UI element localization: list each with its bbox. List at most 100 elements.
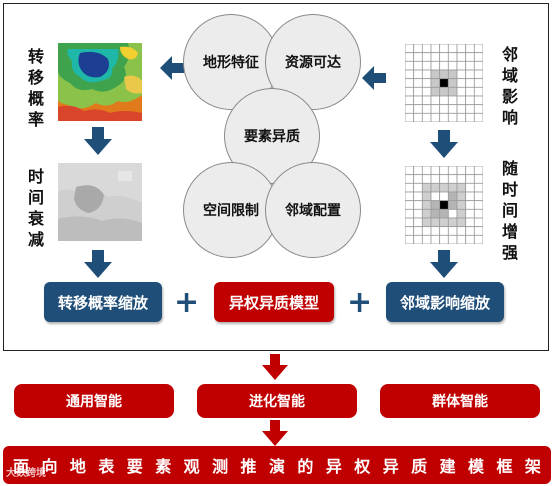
grid-cell xyxy=(413,217,423,228)
grid-cell xyxy=(456,226,467,236)
grid-cell xyxy=(456,166,467,176)
grid-cell xyxy=(465,52,475,62)
grid-cell xyxy=(405,60,415,71)
neighborhood-influence-scaling-button: 邻域影响缩放 xyxy=(386,282,504,322)
grid-cell xyxy=(421,95,432,106)
grid-cell xyxy=(405,104,415,114)
grid-cell xyxy=(473,78,483,88)
grid-cell xyxy=(405,95,415,106)
grid-cell xyxy=(439,52,449,62)
grid-cell xyxy=(473,69,483,80)
grid-cell xyxy=(439,69,449,80)
arrow-left-icon xyxy=(362,66,386,90)
grid-cell xyxy=(456,234,467,244)
grid-cell xyxy=(413,60,423,71)
grid-cell xyxy=(430,226,441,236)
grid-cell xyxy=(413,104,423,114)
grid-cell xyxy=(456,191,467,202)
grid-cell xyxy=(405,191,415,202)
grid-cell xyxy=(465,174,475,184)
grid-cell xyxy=(439,86,449,97)
arrow-left-icon xyxy=(160,56,184,80)
grid-cell xyxy=(430,52,441,62)
heterogeneous-weight-model-button: 异权异质模型 xyxy=(214,282,334,322)
grid-cell xyxy=(447,52,458,62)
grid-cell xyxy=(439,166,449,176)
general-intelligence-capsule: 通用智能 xyxy=(14,384,174,418)
transition-probability-label: 转移概率 xyxy=(27,47,44,129)
grid-cell xyxy=(405,112,415,122)
grid-cell xyxy=(430,166,441,176)
grid-cell xyxy=(430,86,441,97)
grid-cell xyxy=(473,112,483,122)
plus-icon: + xyxy=(347,285,373,320)
grid-cell xyxy=(447,60,458,71)
grid-cell xyxy=(473,44,483,54)
arrow-down-icon xyxy=(430,250,458,278)
grid-cell xyxy=(413,69,423,80)
grid-cell xyxy=(473,60,483,71)
grid-cell xyxy=(405,226,415,236)
swarm-intelligence-capsule: 群体智能 xyxy=(380,384,540,418)
grid-cell xyxy=(465,104,475,114)
grid-cell xyxy=(456,112,467,122)
grid-cell xyxy=(456,78,467,88)
grid-cell xyxy=(430,44,441,54)
grid-cell xyxy=(439,78,449,88)
grid-cell xyxy=(421,200,432,210)
neighborhood-influence-grid xyxy=(405,44,483,122)
grid-cell xyxy=(439,112,449,122)
grid-cell xyxy=(447,86,458,97)
resource-accessibility-circle: 资源可达 xyxy=(265,14,361,110)
grid-cell xyxy=(473,166,483,176)
grid-cell xyxy=(456,217,467,228)
grid-cell xyxy=(447,44,458,54)
grid-cell xyxy=(430,234,441,244)
grid-cell xyxy=(456,208,467,219)
grid-cell xyxy=(439,208,449,219)
grid-cell xyxy=(456,52,467,62)
grid-cell xyxy=(456,44,467,54)
grid-cell xyxy=(413,95,423,106)
grid-cell xyxy=(405,217,415,228)
grid-cell xyxy=(439,200,449,210)
grid-cell xyxy=(421,78,432,88)
grid-cell xyxy=(405,44,415,54)
grid-cell xyxy=(473,182,483,193)
time-decay-map xyxy=(58,163,142,241)
grid-cell xyxy=(447,191,458,202)
grid-cell xyxy=(456,182,467,193)
grid-cell xyxy=(465,60,475,71)
grid-cell xyxy=(465,69,475,80)
neighborhood-influence-growth-grid xyxy=(405,166,483,244)
grid-cell xyxy=(421,217,432,228)
neighborhood-configuration-circle: 邻域配置 xyxy=(265,162,361,258)
grid-cell xyxy=(405,182,415,193)
grid-cell xyxy=(447,69,458,80)
grid-cell xyxy=(439,226,449,236)
spatial-constraint-circle: 空间限制 xyxy=(183,162,279,258)
plus-icon: + xyxy=(174,285,200,320)
grid-cell xyxy=(421,104,432,114)
grid-cell xyxy=(473,104,483,114)
arrow-down-icon xyxy=(262,420,288,446)
grid-cell xyxy=(421,226,432,236)
grid-cell xyxy=(473,174,483,184)
grid-cell xyxy=(473,52,483,62)
grid-cell xyxy=(439,217,449,228)
grid-cell xyxy=(421,86,432,97)
grid-cell xyxy=(439,174,449,184)
arrow-down-icon xyxy=(262,354,288,380)
grid-cell xyxy=(439,95,449,106)
grid-cell xyxy=(430,217,441,228)
grid-cell xyxy=(439,60,449,71)
grid-cell xyxy=(456,174,467,184)
evolutionary-intelligence-capsule: 进化智能 xyxy=(197,384,357,418)
grid-cell xyxy=(430,191,441,202)
grid-cell xyxy=(456,86,467,97)
grid-cell xyxy=(473,95,483,106)
grid-cell xyxy=(447,95,458,106)
grid-cell xyxy=(421,112,432,122)
grid-cell xyxy=(447,174,458,184)
grid-cell xyxy=(430,69,441,80)
